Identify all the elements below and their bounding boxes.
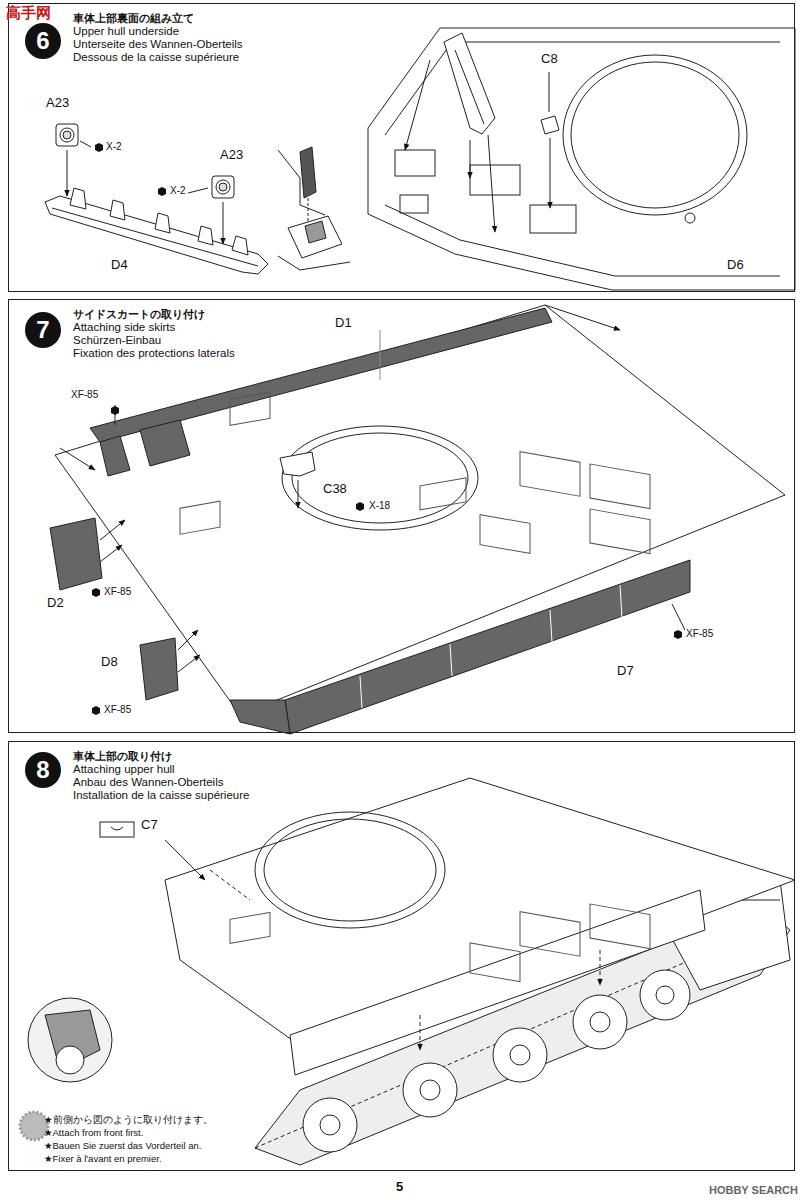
heading-line: Fixation des protections laterals xyxy=(73,347,235,360)
part-name: C7 xyxy=(140,818,159,833)
heading-line: サイドスカートの取り付け xyxy=(73,308,235,321)
part-name: A23 xyxy=(219,148,244,163)
step-panel: サイドスカートの取り付けAttaching side skirtsSchürze… xyxy=(8,299,795,733)
heading-line: 車体上部裏面の組み立て xyxy=(73,12,243,25)
step-panel: 車体上部の取り付けAttaching upper hullAnbau des W… xyxy=(8,741,795,1171)
step-number: 6 xyxy=(25,23,61,59)
step-heading: 車体上部裏面の組み立てUpper hull undersideUnterseit… xyxy=(73,12,243,64)
heading-line: Attaching side skirts xyxy=(73,321,235,334)
heading-line: Installation de la caisse supérieure xyxy=(73,789,249,802)
paint-code: XF-85 xyxy=(103,704,132,716)
paint-code: X-18 xyxy=(368,500,391,512)
watermark: 高手网 xyxy=(6,4,51,21)
watermark: HOBBY SEARCH xyxy=(709,1184,798,1197)
note-text: ★Bauen Sie zuerst das Vorderteil an. xyxy=(44,1141,201,1152)
paint-code: X-2 xyxy=(169,185,187,197)
part-name: D7 xyxy=(616,664,635,679)
step-number: 7 xyxy=(25,312,61,348)
part-name: D1 xyxy=(334,316,353,331)
step-number-text: 8 xyxy=(36,758,49,782)
heading-line: 車体上部の取り付け xyxy=(73,750,249,763)
paint-code: XF-85 xyxy=(70,389,99,401)
step-heading: サイドスカートの取り付けAttaching side skirtsSchürze… xyxy=(73,308,235,360)
step-number-text: 6 xyxy=(36,29,49,53)
heading-line: Anbau des Wannen-Oberteils xyxy=(73,776,249,789)
heading-line: Unterseite des Wannen-Oberteils xyxy=(73,38,243,51)
part-name: A23 xyxy=(45,96,70,111)
part-name: C38 xyxy=(322,482,348,497)
heading-line: Dessous de la caisse supérieure xyxy=(73,51,243,64)
heading-line: Attaching upper hull xyxy=(73,763,249,776)
paint-code: XF-85 xyxy=(103,586,132,598)
note-text: ★Attach from front first. xyxy=(44,1128,143,1139)
paint-code: X-2 xyxy=(105,141,123,153)
heading-line: Schürzen-Einbau xyxy=(73,334,235,347)
paint-code: XF-85 xyxy=(685,628,714,640)
part-name: D8 xyxy=(100,655,119,670)
part-name: D4 xyxy=(110,258,129,273)
part-name: C8 xyxy=(540,52,559,67)
note-text: ★前側から図のように取り付けます。 xyxy=(44,1115,213,1126)
step-number: 8 xyxy=(25,752,61,788)
step-number-text: 7 xyxy=(36,318,49,342)
page-number: 5 xyxy=(396,1180,403,1195)
heading-line: Upper hull underside xyxy=(73,25,243,38)
step-panel: 車体上部裏面の組み立てUpper hull undersideUnterseit… xyxy=(8,3,795,292)
part-name: D6 xyxy=(726,258,745,273)
step-heading: 車体上部の取り付けAttaching upper hullAnbau des W… xyxy=(73,750,249,802)
part-name: D2 xyxy=(46,596,65,611)
note-text: ★Fixer à l'avant en premier. xyxy=(44,1154,162,1165)
